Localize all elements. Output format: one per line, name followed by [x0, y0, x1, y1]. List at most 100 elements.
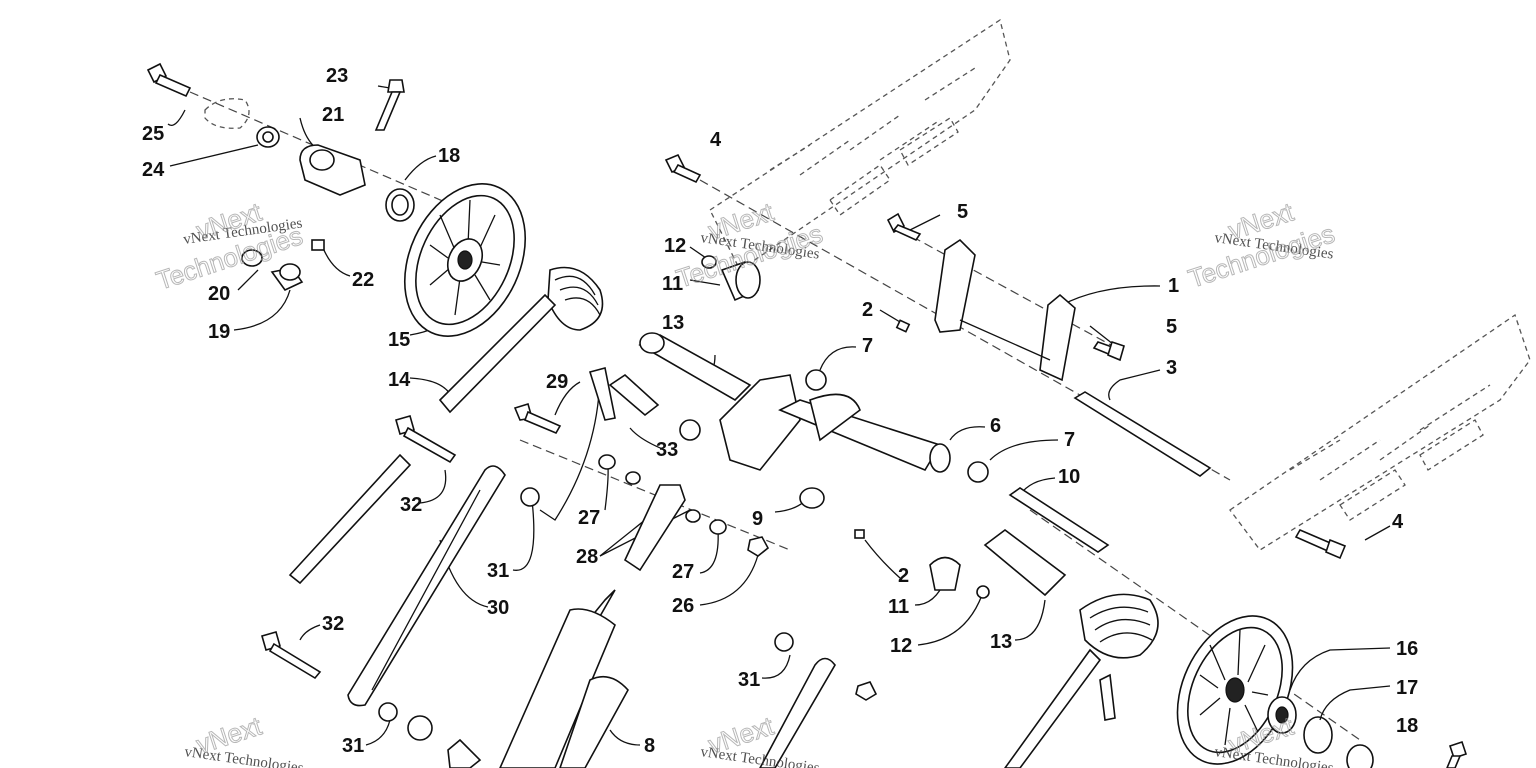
- bar-left: [288, 453, 412, 585]
- spacer-18: [385, 188, 415, 222]
- spacer-33: [608, 373, 660, 417]
- callout-label: 7: [862, 335, 873, 357]
- watermark-bottom-left: vNext Technologies vNext: [183, 710, 304, 768]
- callout-label: 33: [656, 439, 678, 461]
- bolt-32-lower: [261, 631, 322, 680]
- callout-label: 11: [662, 273, 683, 295]
- callout-label: 18: [1396, 715, 1418, 737]
- bolt-4-lower: [1294, 528, 1347, 560]
- bushing-near-33: [679, 419, 701, 441]
- callout-label: 31: [738, 669, 760, 691]
- callout-label: 8: [644, 735, 655, 757]
- bolt-29: [513, 402, 562, 435]
- rail-phantom-lower: [1229, 313, 1531, 551]
- nut-26: [747, 536, 770, 557]
- idler-wheel-15: [403, 183, 527, 337]
- bolt-25: [146, 62, 192, 98]
- callout-label: 24: [142, 159, 165, 181]
- callout-label: 16: [1396, 638, 1418, 660]
- callout-label: 28: [576, 546, 598, 568]
- callout-label: 15: [388, 329, 410, 351]
- callout-label: 6: [990, 415, 1001, 437]
- washer-31-lower: [378, 702, 398, 722]
- callout-label: 31: [487, 560, 509, 582]
- callout-label: 22: [352, 269, 374, 291]
- callout-label: 9: [752, 508, 763, 530]
- bolt-4-upper: [664, 153, 702, 184]
- callout-label: 19: [208, 321, 230, 343]
- setscrew-2-lower: [854, 529, 865, 539]
- callout-label: 30: [487, 597, 509, 619]
- callout-label: 2: [898, 565, 909, 587]
- bushing-lower-left: [407, 715, 433, 741]
- washer-31-upper: [520, 487, 540, 507]
- callout-label: 10: [1058, 466, 1080, 488]
- shaft-13-lower: [983, 529, 1067, 597]
- callout-label: 27: [672, 561, 694, 583]
- washer-27-lower: [709, 519, 727, 535]
- bushing-lower-mid: [447, 738, 482, 768]
- washer-28-a: [625, 471, 641, 485]
- bushing-9: [799, 487, 825, 509]
- callout-label: 32: [322, 613, 344, 635]
- link-arm-lower-right: [759, 657, 836, 768]
- watermark-top-right: vNext Technologies vNext Technologies: [1184, 196, 1339, 294]
- callout-label: 7: [1064, 429, 1075, 451]
- bolt-5-lower: [1092, 340, 1125, 362]
- callout-label: 21: [322, 104, 344, 126]
- washer-27-upper: [598, 454, 616, 470]
- ring-12-upper: [701, 255, 717, 269]
- setscrew-2-upper: [895, 319, 911, 333]
- bolt-lower-right-corner: [1446, 740, 1468, 768]
- washer-31-right: [774, 632, 794, 652]
- torsion-spring-lower: [1004, 593, 1159, 768]
- bracket-21: [299, 144, 366, 196]
- callout-label: 12: [890, 635, 912, 657]
- bearing-16: [1267, 696, 1297, 734]
- callout-label: 25: [142, 123, 164, 145]
- callout-label: 2: [862, 299, 873, 321]
- idler-wheel-lower: [1176, 615, 1294, 765]
- washer-28-b: [685, 509, 701, 523]
- bushing-11-upper: [720, 261, 761, 302]
- callout-label: 4: [1392, 511, 1404, 533]
- link-arm-30: [347, 465, 506, 707]
- callout-label: 5: [1166, 316, 1177, 338]
- rod-3: [1073, 391, 1212, 477]
- callout-label: 18: [438, 145, 460, 167]
- callout-label: 32: [400, 494, 422, 516]
- bushing-11-lower: [929, 556, 961, 591]
- nut-22: [311, 239, 325, 251]
- callout-label: 3: [1166, 357, 1177, 379]
- callout-labels: 1 2 2 3 4 4 5 5 6 7 7 8 9 10 11 11 12 12…: [142, 65, 1418, 757]
- ring-12-lower: [976, 585, 990, 599]
- shock-absorber-8: [499, 484, 686, 768]
- torsion-spring-14: [438, 266, 616, 421]
- shaft-13-upper: [638, 332, 752, 402]
- callout-label: 11: [888, 596, 909, 618]
- bushing-19: [270, 263, 304, 292]
- callout-label: 1: [1168, 275, 1179, 297]
- callout-label: 27: [578, 507, 600, 529]
- rod-10: [1008, 487, 1110, 553]
- snap-ring-17: [1303, 716, 1333, 754]
- rail-phantom-upper: [709, 18, 1011, 271]
- callout-label: 31: [342, 735, 364, 757]
- callout-label: 4: [710, 129, 722, 151]
- callout-label: 13: [990, 631, 1012, 653]
- callout-label: 5: [957, 201, 968, 223]
- callout-label: 29: [546, 371, 568, 393]
- bushing-7-lower: [967, 461, 989, 483]
- callout-label: 23: [326, 65, 348, 87]
- bushing-7-upper: [805, 369, 827, 391]
- retainer-phantom: [204, 98, 250, 129]
- callout-label: 20: [208, 283, 230, 305]
- callout-label: 17: [1396, 677, 1418, 699]
- bolt-5-upper: [886, 212, 922, 242]
- bolt-23: [374, 79, 405, 131]
- callout-label: 26: [672, 595, 694, 617]
- bushing-24: [256, 126, 280, 148]
- nut-lower-right: [855, 681, 878, 701]
- bolt-32-upper: [395, 415, 457, 464]
